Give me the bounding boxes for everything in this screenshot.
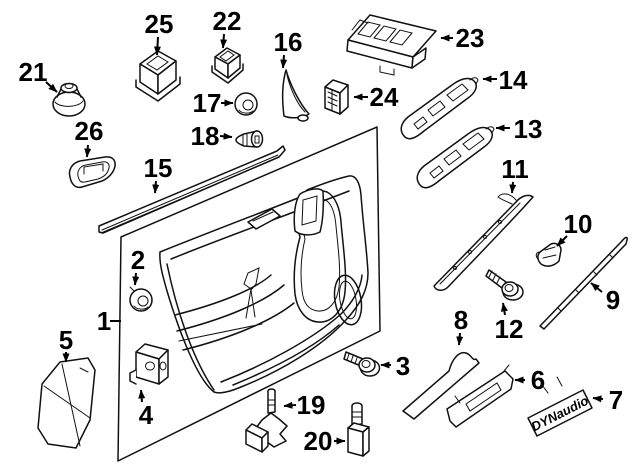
callout-4: 4 bbox=[139, 400, 154, 430]
callout-arrow-26 bbox=[84, 144, 92, 158]
window-switch-bank bbox=[346, 14, 437, 76]
pillar-trim bbox=[433, 193, 534, 291]
callout-12: 12 bbox=[495, 314, 524, 344]
callout-7: 7 bbox=[609, 385, 623, 415]
callout-arrow-15 bbox=[152, 180, 160, 194]
lock-switch bbox=[211, 47, 244, 84]
callout-20: 20 bbox=[304, 426, 333, 456]
callout-arrow-22 bbox=[220, 33, 228, 49]
mount-bracket bbox=[129, 343, 169, 385]
callout-arrow-8 bbox=[456, 332, 464, 346]
callout-arrow-21 bbox=[45, 81, 58, 93]
mirror-triangle-cover bbox=[281, 69, 310, 122]
callout-13: 13 bbox=[514, 114, 543, 144]
callout-arrow-12 bbox=[500, 302, 508, 316]
switch-bezel-rear bbox=[416, 126, 495, 189]
retainer-clip bbox=[235, 130, 264, 148]
callout-15: 15 bbox=[144, 153, 173, 183]
callout-2: 2 bbox=[131, 245, 145, 275]
callout-17: 17 bbox=[193, 88, 222, 118]
callout-21: 21 bbox=[19, 57, 48, 87]
grommet-round bbox=[234, 92, 258, 116]
belt-weatherstrip bbox=[98, 145, 286, 234]
callout-arrow-7 bbox=[592, 395, 604, 403]
callout-22: 22 bbox=[213, 6, 242, 36]
callout-25: 25 bbox=[145, 9, 174, 39]
door-trim-panel bbox=[159, 175, 369, 394]
callout-arrow-9 bbox=[590, 282, 603, 293]
screw-upper bbox=[485, 269, 524, 301]
callout-10: 10 bbox=[564, 209, 593, 239]
kick-panel-trim bbox=[37, 357, 96, 449]
upper-trim-strip bbox=[539, 236, 628, 330]
sill-trim-strip bbox=[402, 351, 480, 420]
callout-arrow-11 bbox=[509, 181, 517, 194]
callout-26: 26 bbox=[75, 116, 104, 146]
callout-9: 9 bbox=[606, 285, 620, 315]
callout-14: 14 bbox=[499, 65, 528, 95]
screw-lower bbox=[343, 351, 381, 377]
callout-16: 16 bbox=[274, 27, 303, 57]
callout-18: 18 bbox=[191, 121, 220, 151]
callout-1: 1 bbox=[97, 306, 111, 336]
callout-5: 5 bbox=[59, 325, 73, 355]
callout-8: 8 bbox=[454, 305, 468, 335]
callout-23: 23 bbox=[456, 23, 485, 53]
callout-arrow-18 bbox=[219, 132, 233, 140]
callout-11: 11 bbox=[501, 154, 529, 184]
grommet-panel bbox=[129, 286, 153, 312]
callout-19: 19 bbox=[297, 390, 326, 420]
pull-handle-bracket bbox=[68, 156, 116, 189]
callout-arrow-4 bbox=[138, 389, 146, 403]
bulb-holder bbox=[347, 402, 370, 457]
callout-24: 24 bbox=[370, 82, 399, 112]
callout-arrow-25 bbox=[153, 36, 161, 56]
bulb-socket bbox=[245, 388, 288, 453]
callout-arrow-10 bbox=[556, 235, 568, 247]
connector-block bbox=[324, 79, 349, 115]
callout-arrow-16 bbox=[280, 54, 288, 69]
callout-arrow-2 bbox=[132, 272, 140, 286]
window-switch bbox=[135, 50, 181, 102]
pocket-trim bbox=[446, 364, 514, 428]
trim-clip bbox=[535, 242, 562, 267]
mirror-switch bbox=[52, 82, 86, 117]
callout-6: 6 bbox=[531, 365, 545, 395]
callout-arrow-19 bbox=[283, 401, 297, 409]
switch-bezel-front bbox=[400, 77, 479, 140]
callout-3: 3 bbox=[396, 351, 410, 381]
